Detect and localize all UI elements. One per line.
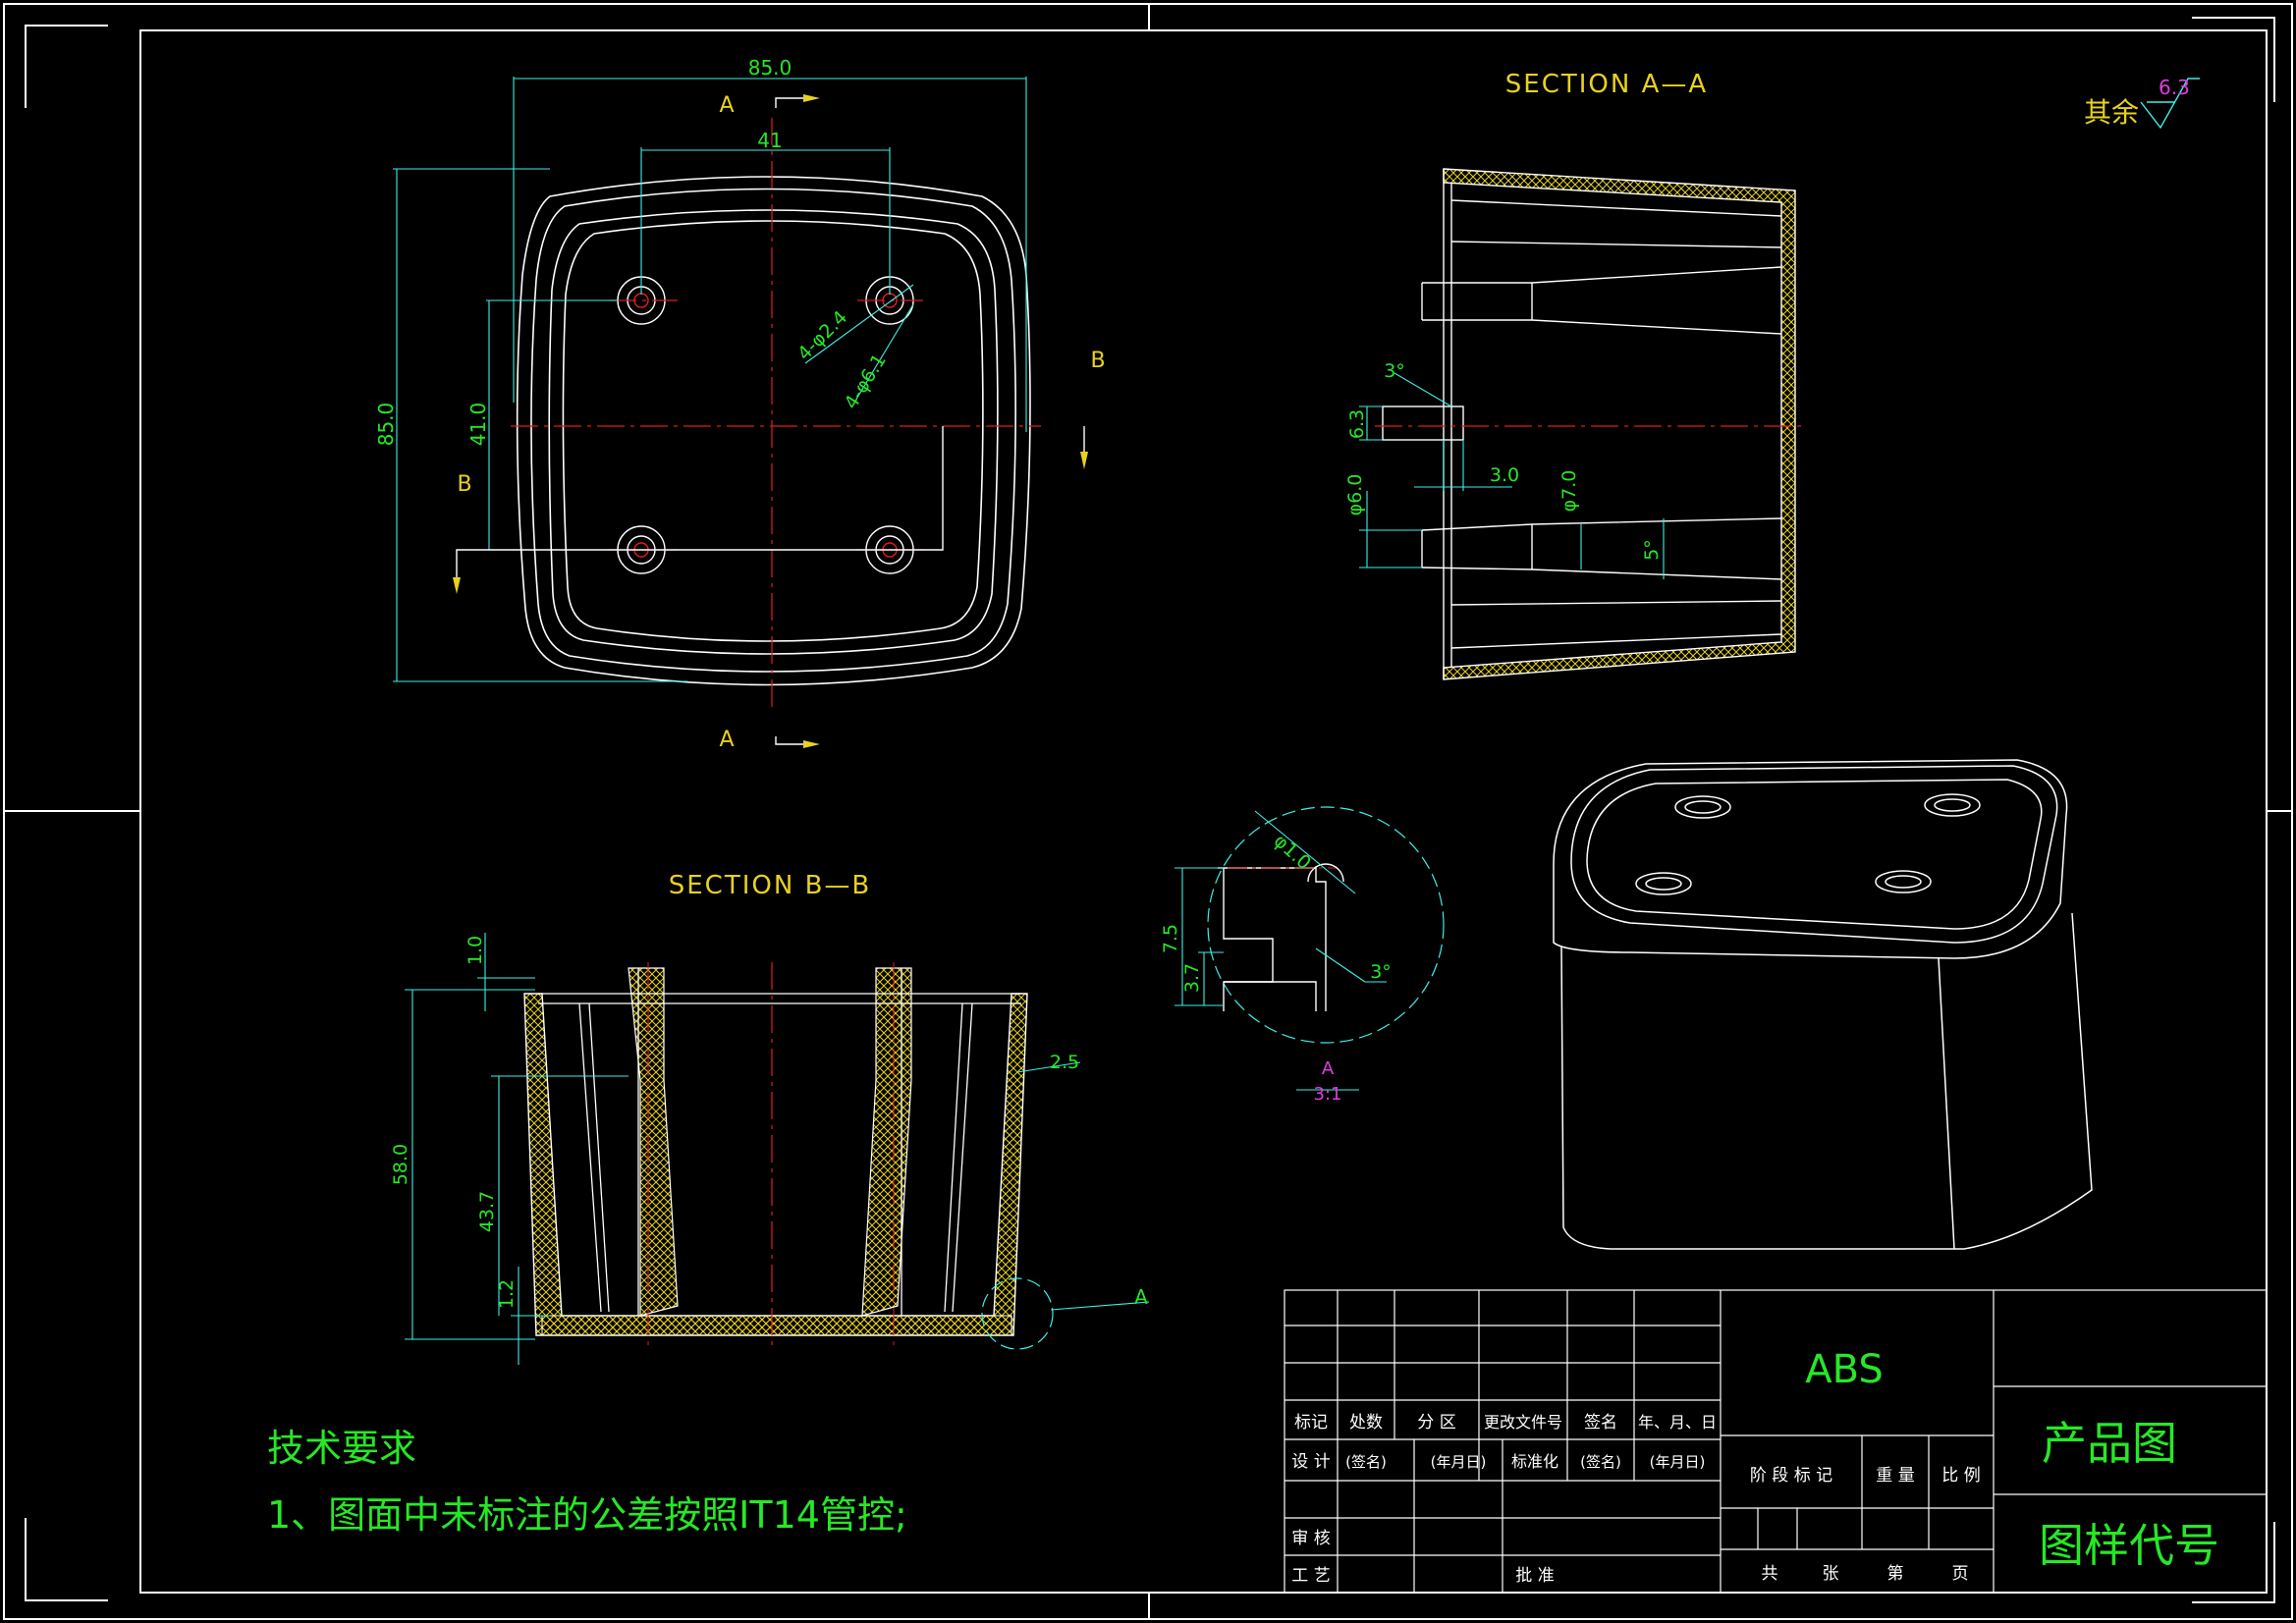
drawing-code: 图样代号: [2039, 1519, 2219, 1572]
bb-dim-total: 58.0: [390, 1144, 411, 1185]
bb-detail-callout: A: [1134, 1285, 1148, 1309]
technical-notes: 技术要求 1、图面中未标注的公差按照IT14管控;: [267, 1427, 907, 1537]
roughness-symbol: 其余 6.3: [2084, 76, 2200, 130]
section-bb-title: SECTION B—B: [669, 871, 872, 900]
tb-label-standard: 标准化: [1511, 1452, 1558, 1471]
label-b-left: B: [457, 472, 471, 497]
tb-label-stage: 阶 段 标 记: [1750, 1466, 1832, 1486]
aa-dim-d6: φ6.0: [1344, 474, 1366, 516]
aa-dim-depth: 3.0: [1490, 464, 1519, 486]
roughness-value: 6.3: [2159, 76, 2190, 99]
aa-dim-angle: 3°: [1384, 360, 1405, 382]
bb-dim-base: 1.2: [496, 1279, 518, 1309]
detail-dim-75: 7.5: [1160, 924, 1181, 953]
dim-height: 85.0: [374, 403, 398, 447]
tb-label-design: 设 计: [1291, 1452, 1330, 1472]
tb-label-count: 处数: [1349, 1413, 1383, 1433]
tb-label-approve: 批 准: [1515, 1566, 1554, 1586]
label-b-right: B: [1090, 349, 1105, 373]
label-a-top: A: [719, 93, 734, 118]
top-dimensions: [393, 77, 1027, 682]
detail-dim-37: 3.7: [1181, 963, 1203, 993]
tb-label-no: 第: [1887, 1564, 1904, 1584]
detail-label: A: [1322, 1058, 1335, 1079]
tb-label-design-sign: (签名): [1345, 1453, 1387, 1471]
dim-width: 85.0: [748, 56, 793, 80]
tb-label-total: 共: [1762, 1564, 1778, 1584]
tb-label-sign: 签名: [1584, 1413, 1617, 1433]
label-a-bottom: A: [719, 728, 734, 752]
section-aa-title: SECTION A—A: [1505, 70, 1708, 99]
dim-inner: 41: [757, 129, 782, 152]
tb-label-standard-date: (年月日): [1650, 1453, 1706, 1471]
tb-label-zone: 分 区: [1417, 1413, 1455, 1433]
tb-label-process: 工 艺: [1291, 1566, 1330, 1586]
notes-title: 技术要求: [267, 1427, 416, 1470]
tb-label-weight: 重 量: [1876, 1466, 1914, 1486]
tb-label-date: 年、月、日: [1638, 1413, 1717, 1432]
section-bb: SECTION B—B: [390, 871, 1150, 1365]
tb-label-design-date: (年月日): [1431, 1453, 1487, 1471]
tb-label-audit: 审 核: [1291, 1529, 1330, 1548]
section-markers: [456, 97, 1085, 745]
isometric-view: [1553, 759, 2093, 1250]
section-arrows: [453, 94, 1088, 748]
tb-label-scale: 比 例: [1941, 1466, 1980, 1486]
bb-dim-inner: 43.7: [476, 1191, 498, 1232]
roughness-note: 其余: [2084, 96, 2139, 129]
sheet-frame: [3, 3, 2293, 1620]
tb-label-sheets: 张: [1823, 1564, 1839, 1584]
tb-label-page: 页: [1952, 1564, 1969, 1584]
aa-dim-taper: 5°: [1641, 539, 1663, 561]
detail-a: φ1.0 7.5 3.7 3° A 3:1: [1160, 806, 1445, 1105]
aa-dim-boss: 6.3: [1346, 409, 1368, 439]
dim-inner-v: 41.0: [466, 403, 490, 447]
title-block: [1284, 1289, 2268, 1594]
detail-scale: 3:1: [1314, 1084, 1342, 1105]
top-view: 85.0 41 85.0 41.0 4-φ2.4 4-φ6.1 A A B B: [374, 56, 1106, 752]
title-block-text: 标记 处数 分 区 更改文件号 签名 年、月、日 设 计 (签名) (年月日) …: [1291, 1347, 2219, 1586]
dim-hole-large: 4-φ6.1: [841, 351, 891, 413]
material: ABS: [1805, 1347, 1884, 1392]
tb-label-change-doc: 更改文件号: [1484, 1413, 1562, 1432]
boss-holes: [617, 276, 914, 574]
aa-dim-d7: φ7.0: [1558, 470, 1580, 513]
tb-label-standard-sign: (签名): [1580, 1453, 1621, 1471]
tb-label-mark: 标记: [1294, 1413, 1328, 1433]
bb-dim-wall: 2.5: [1050, 1052, 1079, 1073]
drawing-type: 产品图: [2042, 1417, 2177, 1470]
section-aa: SECTION A—A: [1344, 70, 1807, 680]
detail-dim-angle: 3°: [1370, 961, 1392, 983]
bb-dim-lip: 1.0: [465, 936, 486, 965]
notes-line-1: 1、图面中未标注的公差按照IT14管控;: [267, 1493, 907, 1537]
